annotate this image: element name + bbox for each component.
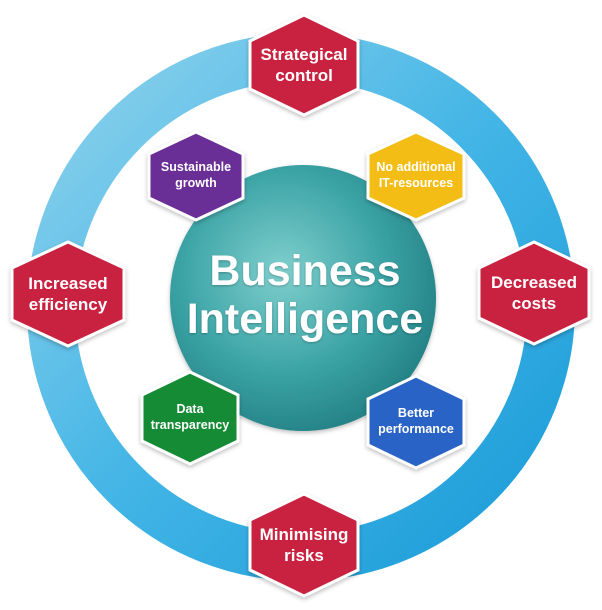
hex-shape — [248, 492, 360, 598]
hex-shape — [147, 130, 245, 222]
hex-minimising-risks: Minimising risks — [248, 492, 360, 598]
hex-shape — [366, 130, 466, 222]
center-title: Business Intelligence — [186, 246, 424, 343]
hex-shape — [366, 374, 466, 470]
hex-label: Decreased costs — [490, 272, 577, 313]
hex-label: Data transparency — [150, 402, 230, 432]
center-circle — [170, 165, 436, 431]
hex-strategical-control: Strategical control — [248, 13, 360, 117]
hex-better-performance: Better performance — [366, 374, 466, 470]
hex-shape — [477, 240, 591, 346]
hex-shape — [248, 13, 360, 117]
hex-shape — [10, 240, 126, 348]
hex-label: Increased efficiency — [28, 273, 108, 314]
hex-shape — [140, 370, 240, 466]
hex-decreased-costs: Decreased costs — [477, 240, 591, 346]
hex-label: Better performance — [378, 406, 454, 436]
hex-data-transparency: Data transparency — [140, 370, 240, 466]
hex-no-additional-it-resources: No additional IT-resources — [366, 130, 466, 222]
hex-label: Minimising risks — [259, 524, 349, 565]
hex-label: No additional IT-resources — [376, 160, 456, 190]
hex-increased-efficiency: Increased efficiency — [10, 240, 126, 348]
hex-label: Sustainable growth — [160, 160, 232, 190]
hex-label: Strategical control — [260, 44, 348, 85]
hex-sustainable-growth: Sustainable growth — [147, 130, 245, 222]
